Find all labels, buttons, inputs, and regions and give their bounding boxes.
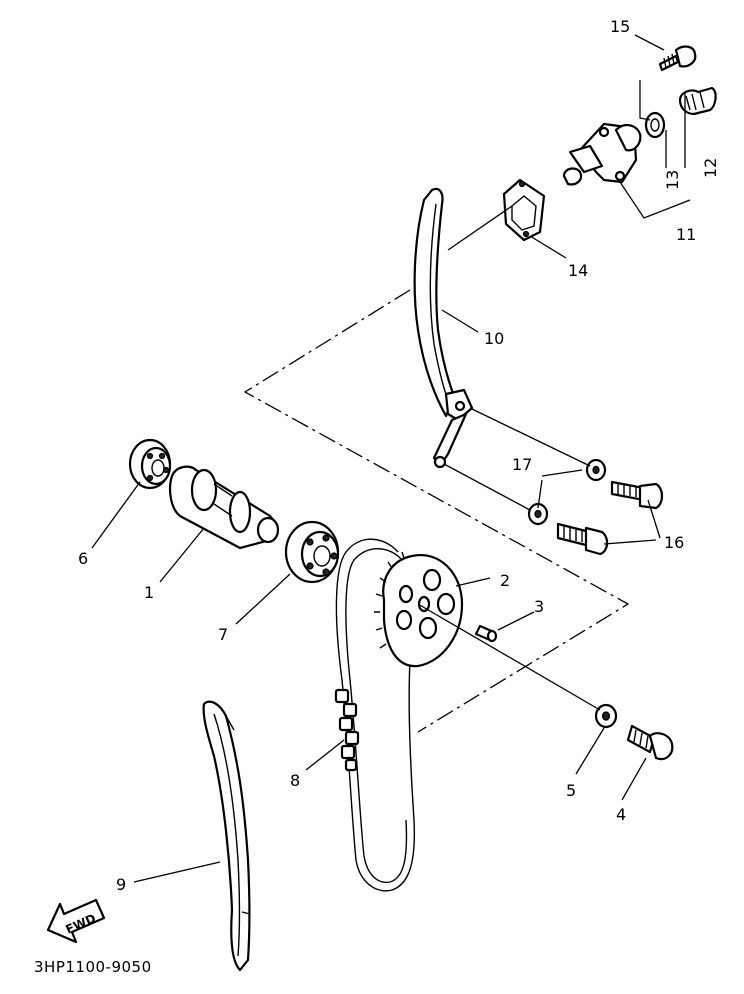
- callout-15: 15: [610, 17, 630, 36]
- callout-12: 12: [701, 158, 720, 178]
- part-5-washer: [594, 703, 618, 729]
- callout-14: 14: [568, 261, 588, 280]
- part-9-chain-guide: [202, 700, 251, 972]
- part-11-tensioner: [562, 122, 642, 186]
- leader-lines: [91, 34, 691, 883]
- callout-2: 2: [500, 571, 510, 590]
- callout-13: 13: [663, 170, 682, 190]
- callout-5: 5: [566, 781, 576, 800]
- callout-8: 8: [290, 771, 300, 790]
- diagram-code: 3HP1100-9050: [34, 958, 152, 976]
- callout-3: 3: [534, 597, 544, 616]
- fwd-arrow-icon: FWD: [46, 898, 106, 944]
- callout-1: 1: [144, 583, 154, 602]
- part-13-gasket-hole: [650, 118, 660, 132]
- part-15-bolt: [658, 45, 697, 72]
- part-10-chain-guide: [413, 187, 474, 469]
- part-4-bolt: [626, 724, 674, 761]
- part-3-pin: [474, 624, 498, 643]
- part-7-bearing: [284, 520, 340, 584]
- callout-11: 11: [676, 225, 696, 244]
- callout-16: 16: [664, 533, 684, 552]
- part-13-gasket: [644, 111, 666, 139]
- callout-17: 17: [512, 455, 532, 474]
- part-14-gasket: [502, 178, 546, 242]
- assembly-boundary: [243, 289, 630, 733]
- part-6-bearing: [128, 438, 172, 490]
- callout-10: 10: [484, 329, 504, 348]
- part-17-washer-upper: [585, 458, 607, 482]
- callout-4: 4: [616, 805, 626, 824]
- part-16-bolt-lower: [556, 522, 609, 556]
- part-2-cam-sprocket: [374, 551, 464, 668]
- part-16-bolt-upper: [610, 480, 664, 510]
- callout-7: 7: [218, 625, 228, 644]
- callout-6: 6: [78, 549, 88, 568]
- part-8-cam-chain: [334, 538, 416, 892]
- part-1-camshaft: [169, 465, 280, 550]
- callout-9: 9: [116, 875, 126, 894]
